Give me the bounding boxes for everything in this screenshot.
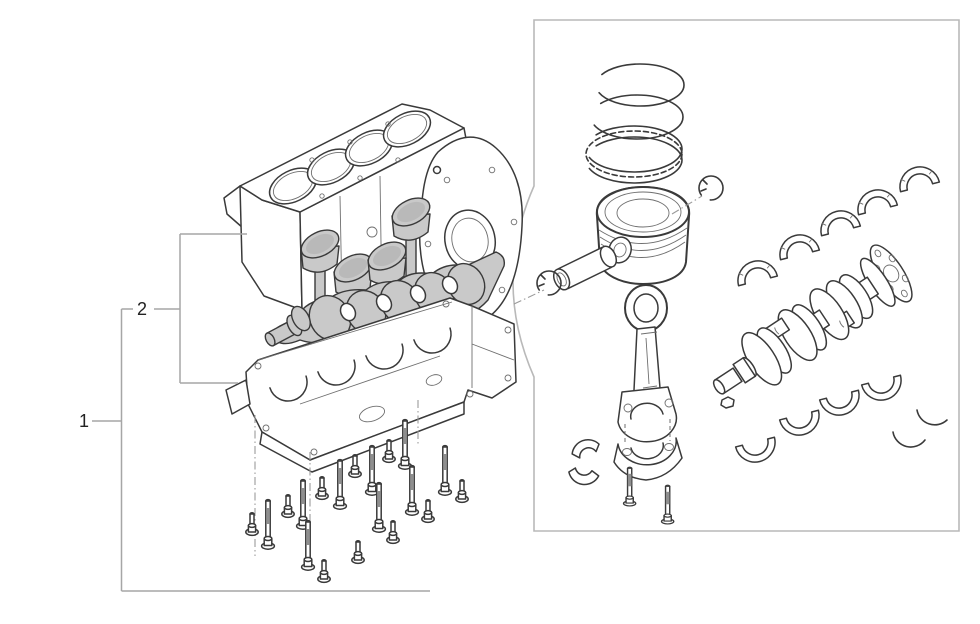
engine-short-block — [223, 103, 523, 584]
flange-bolt — [455, 479, 469, 504]
circlip-left-icon — [513, 270, 562, 305]
flange-bolt — [245, 512, 259, 537]
crankshaft-icon — [712, 244, 913, 395]
main-bolt — [437, 444, 453, 496]
crankshaft-piston-assembly — [264, 197, 506, 347]
installed-crankshaft — [264, 251, 506, 347]
detail-panel — [512, 19, 960, 532]
flange-bolt — [315, 476, 329, 501]
flange-bolt — [348, 454, 362, 479]
circlip-right-icon — [671, 175, 724, 215]
flange-bolt — [317, 559, 331, 584]
rod-bearing-shells-icon — [568, 439, 600, 486]
bolt-leader-lines — [254, 400, 419, 556]
main-bearing-saddles — [269, 327, 452, 402]
callout-2-label: 2 — [137, 299, 147, 319]
callout-1: 1 — [79, 309, 430, 592]
flange-bolt — [281, 494, 295, 519]
callout-2: 2 — [121, 233, 247, 384]
crankshaft-key-icon — [720, 396, 735, 409]
piston-icon — [595, 186, 691, 285]
main-bolt — [260, 498, 276, 550]
lower-main-bearing-shells-icon — [734, 374, 948, 468]
flange-bolt — [386, 520, 400, 545]
main-bolt — [404, 464, 420, 516]
callout-1-label: 1 — [79, 411, 89, 431]
cylinder-bores — [268, 110, 432, 205]
main-bolt — [332, 458, 348, 510]
installed-piston — [300, 229, 340, 305]
installed-piston — [391, 197, 431, 292]
flange-bolt — [351, 540, 365, 565]
piston-rings-icon — [585, 63, 685, 184]
flange-bolt — [421, 499, 435, 524]
